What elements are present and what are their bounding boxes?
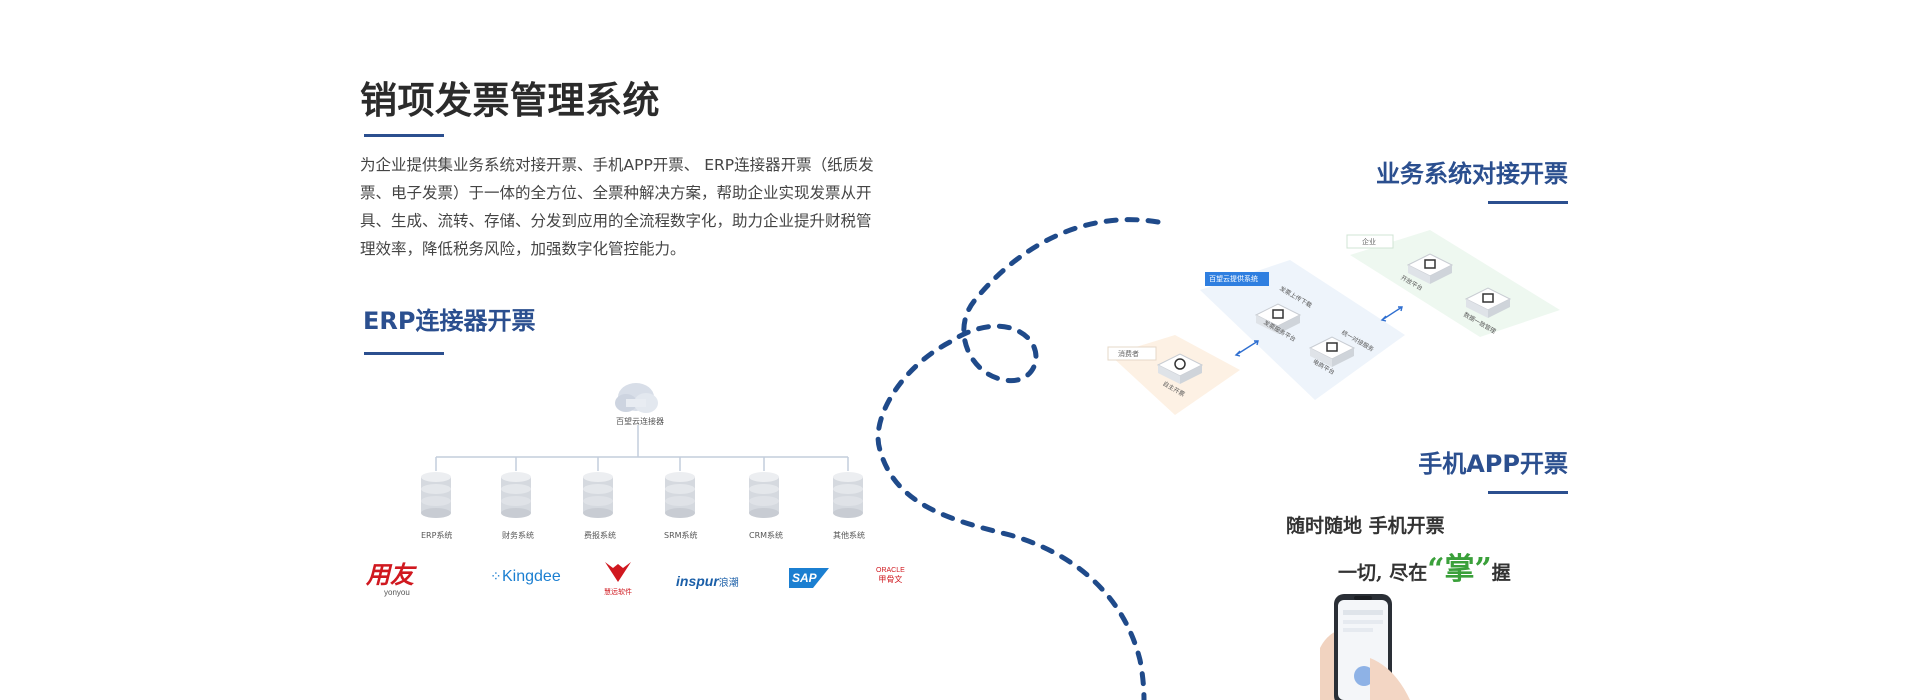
consumer-tag	[1107, 346, 1157, 361]
database-icon-finance	[501, 472, 531, 518]
yonyou-logo: 用友 yonyou	[366, 563, 414, 597]
kingdee-dots-icon: ⁘	[490, 568, 502, 584]
red-company-logo: 慧远软件	[600, 560, 636, 597]
mobile-slogan-part-c: 握	[1491, 562, 1511, 584]
flow-arrows	[1234, 306, 1403, 357]
inspur-logo: inspur浪潮	[676, 573, 739, 591]
oracle-logo-cn: 甲骨文	[878, 575, 903, 584]
system-label-finance: 财务系统	[502, 531, 534, 540]
enterprise-tile	[1350, 230, 1560, 337]
erp-title-underline	[364, 352, 444, 355]
database-icons	[421, 472, 863, 518]
system-label-expense: 费报系统	[584, 531, 616, 540]
title-underline	[364, 134, 444, 137]
kingdee-logo-text: Kingdee	[502, 568, 561, 585]
mobile-slogan-line1: 随时随地 手机开票	[1286, 515, 1445, 537]
platform-tag	[1205, 272, 1269, 286]
oracle-logo-text: ORACLE	[876, 567, 905, 574]
mobile-slogan-line2: 一切, 尽在“掌”握	[1338, 544, 1511, 588]
mobile-slogan-part-a: 一切, 尽在	[1338, 562, 1428, 584]
connector-lines	[435, 425, 849, 471]
yonyou-logo-en: yonyou	[384, 588, 410, 597]
business-section-title: 业务系统对接开票	[1376, 160, 1568, 188]
inspur-logo-cn: 浪潮	[718, 578, 739, 589]
yonyou-logo-cn: 用友	[366, 562, 414, 589]
mobile-section-title: 手机APP开票	[1418, 450, 1568, 478]
cube-icons	[1156, 253, 1512, 384]
erp-section-title: ERP连接器开票	[363, 307, 536, 335]
system-label-other: 其他系统	[833, 531, 865, 540]
red-company-logo-text: 慧远软件	[604, 589, 632, 596]
red-bird-icon	[605, 562, 631, 582]
system-label-crm: CRM系统	[749, 531, 784, 540]
database-icon-other	[833, 472, 863, 518]
mobile-title-underline	[1488, 491, 1568, 494]
oracle-logo: ORACLE 甲骨文	[876, 567, 905, 584]
page-description: 为企业提供集业务系统对接开票、手机APP开票、 ERP连接器开票（纸质发票、电子…	[360, 156, 874, 258]
database-icon-erp	[421, 472, 451, 518]
touch-icon	[1354, 666, 1374, 686]
inspur-logo-text: inspur	[676, 573, 719, 589]
database-icon-crm	[749, 472, 779, 518]
sap-logo-text: SAP	[792, 571, 817, 585]
connector-label: 百望云连接器	[616, 417, 664, 426]
mobile-slogan-highlight: “掌”	[1427, 552, 1492, 587]
kingdee-logo: ⁘Kingdee	[490, 568, 561, 586]
phone-in-hand-image	[1320, 594, 1410, 700]
platform-tile	[1200, 260, 1405, 400]
erp-connector-diagram	[421, 383, 863, 518]
consumer-tag-label: 消费者	[1118, 350, 1139, 358]
enterprise-tag-label: 企业	[1362, 238, 1376, 246]
database-icon-srm	[665, 472, 695, 518]
enterprise-tag	[1346, 234, 1394, 249]
cloud-icon	[615, 383, 658, 413]
platform-tag-label: 百望云提供系统	[1209, 275, 1258, 283]
page-title: 销项发票管理系统	[360, 79, 660, 122]
business-title-underline	[1488, 201, 1568, 204]
system-label-erp: ERP系统	[421, 531, 453, 540]
database-icon-expense	[583, 472, 613, 518]
system-label-srm: SRM系统	[664, 531, 698, 540]
business-flow-diagram	[1107, 230, 1560, 415]
